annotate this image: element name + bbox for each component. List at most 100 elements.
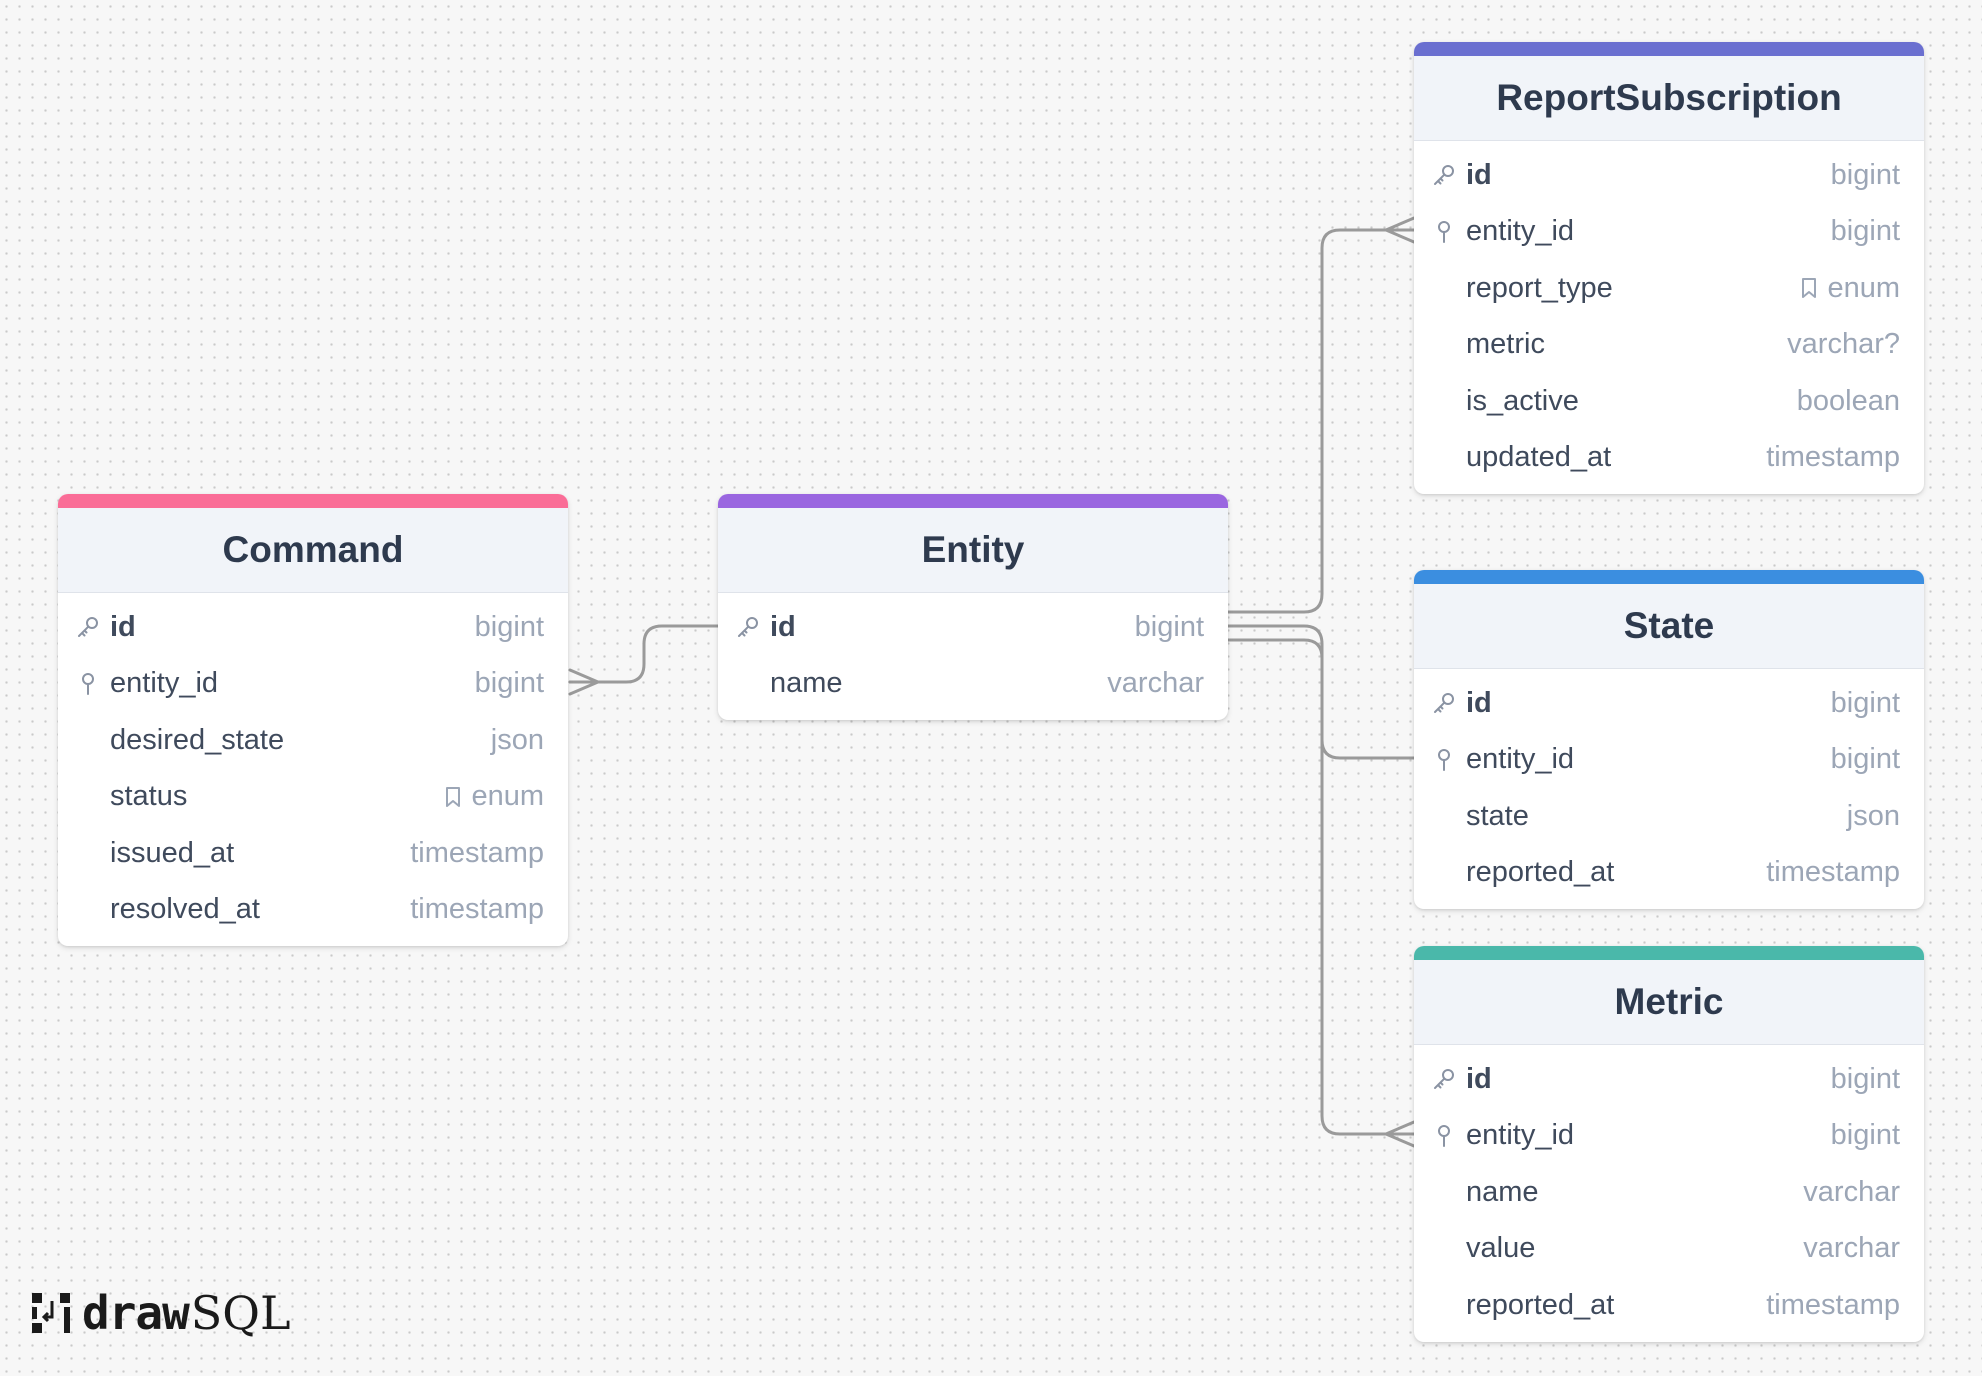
column-type: bigint bbox=[1831, 159, 1900, 192]
column-row[interactable]: reported_at timestamp bbox=[1414, 1277, 1924, 1334]
column-name: is_active bbox=[1466, 384, 1579, 417]
column-type: enum bbox=[443, 780, 544, 813]
bookmark-icon bbox=[443, 786, 463, 808]
column-type: varchar bbox=[1107, 667, 1204, 700]
column-type: bigint bbox=[475, 611, 544, 644]
key-icon bbox=[1432, 163, 1466, 187]
column-type: bigint bbox=[1831, 1119, 1900, 1152]
table-color-bar bbox=[1414, 42, 1924, 56]
column-type-label: varchar bbox=[1803, 1175, 1900, 1208]
column-type: boolean bbox=[1797, 385, 1900, 418]
column-type-label: bigint bbox=[1830, 158, 1900, 191]
foreign-key-icon bbox=[1432, 220, 1466, 244]
column-type: bigint bbox=[1135, 611, 1204, 644]
column-type-label: timestamp bbox=[1766, 441, 1900, 474]
column-type-label: bigint bbox=[1830, 743, 1900, 776]
column-type-label: bigint bbox=[1830, 1119, 1900, 1152]
key-icon bbox=[1432, 691, 1466, 715]
column-row[interactable]: id bigint bbox=[1414, 1051, 1924, 1108]
table-title[interactable]: Command bbox=[58, 508, 568, 593]
column-name: reported_at bbox=[1466, 1288, 1615, 1321]
column-type: bigint bbox=[1831, 215, 1900, 248]
table-title[interactable]: Entity bbox=[718, 508, 1228, 593]
column-type-label: timestamp bbox=[410, 836, 544, 869]
column-type-label: bigint bbox=[474, 667, 544, 700]
column-type: timestamp bbox=[410, 893, 544, 926]
column-type: bigint bbox=[475, 667, 544, 700]
relation-entity-reportsubscription[interactable] bbox=[1226, 228, 1416, 614]
crowfoot-reportsubscription bbox=[1384, 216, 1416, 244]
column-row[interactable]: resolved_at timestamp bbox=[58, 882, 568, 939]
column-type: varchar? bbox=[1787, 328, 1900, 361]
key-icon bbox=[736, 615, 770, 639]
column-row[interactable]: status enum bbox=[58, 769, 568, 826]
column-type-label: bigint bbox=[1134, 610, 1204, 643]
relation-entity-command[interactable] bbox=[568, 624, 720, 684]
column-type: bigint bbox=[1831, 1063, 1900, 1096]
column-type: timestamp bbox=[1766, 441, 1900, 474]
column-type-label: bigint bbox=[1830, 686, 1900, 719]
foreign-key-icon bbox=[1432, 748, 1466, 772]
table-title[interactable]: Metric bbox=[1414, 960, 1924, 1045]
column-row[interactable]: id bigint bbox=[1414, 147, 1924, 204]
column-name: reported_at bbox=[1466, 856, 1615, 889]
column-type-label: varchar bbox=[1803, 1232, 1900, 1265]
column-type-label: json bbox=[1846, 799, 1900, 832]
bookmark-icon bbox=[1799, 277, 1819, 299]
column-type: timestamp bbox=[1766, 1289, 1900, 1322]
table-title[interactable]: State bbox=[1414, 584, 1924, 669]
table-report-subscription[interactable]: ReportSubscription id bigint entity_id bigin… bbox=[1414, 42, 1924, 494]
crowfoot-command bbox=[568, 668, 600, 696]
column-row[interactable]: id bigint bbox=[1414, 675, 1924, 732]
foreign-key-icon bbox=[76, 672, 110, 696]
crowfoot-metric bbox=[1384, 1120, 1416, 1148]
column-name: status bbox=[110, 780, 188, 813]
column-name: id bbox=[1466, 1062, 1492, 1095]
column-type: timestamp bbox=[1766, 856, 1900, 889]
column-row[interactable]: reported_at timestamp bbox=[1414, 845, 1924, 902]
column-row[interactable]: metric varchar? bbox=[1414, 317, 1924, 374]
column-row[interactable]: entity_id bigint bbox=[1414, 204, 1924, 261]
column-type: varchar bbox=[1803, 1232, 1900, 1265]
column-row[interactable]: is_active boolean bbox=[1414, 373, 1924, 430]
column-type: enum bbox=[1799, 272, 1900, 305]
drawsql-logo-icon bbox=[32, 1293, 70, 1333]
column-type-label: timestamp bbox=[1766, 856, 1900, 889]
table-color-bar bbox=[1414, 946, 1924, 960]
column-name: resolved_at bbox=[110, 893, 260, 926]
column-name: id bbox=[1466, 158, 1492, 191]
relation-entity-metric[interactable] bbox=[1226, 638, 1416, 1136]
column-name: entity_id bbox=[1466, 215, 1575, 248]
table-title[interactable]: ReportSubscription bbox=[1414, 56, 1924, 141]
column-type-label: timestamp bbox=[1766, 1288, 1900, 1321]
column-type-label: varchar bbox=[1107, 667, 1204, 700]
table-color-bar bbox=[58, 494, 568, 508]
column-name: id bbox=[1466, 686, 1492, 719]
column-name: metric bbox=[1466, 328, 1545, 361]
table-color-bar bbox=[718, 494, 1228, 508]
column-type-label: bigint bbox=[1830, 215, 1900, 248]
logo-text-draw: draw bbox=[82, 1286, 190, 1340]
column-type-label: enum bbox=[1827, 271, 1900, 304]
